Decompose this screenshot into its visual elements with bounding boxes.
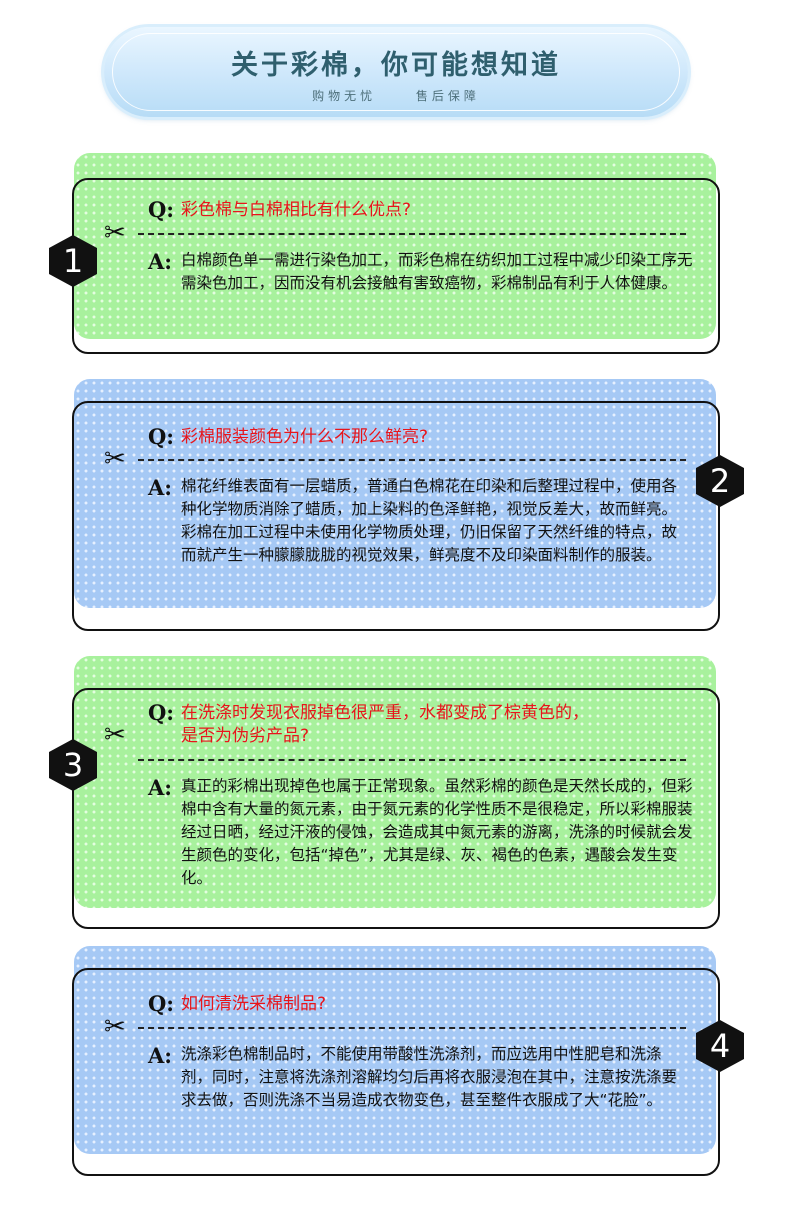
subtitle-right: 售后保障: [415, 89, 480, 103]
faq-card-3: [72, 688, 720, 929]
faq-question-3-line-1: 在洗涤时发现衣服掉色很严重，水都变成了棕黄色的，: [181, 703, 589, 723]
faq-number-4: 4: [709, 1027, 731, 1065]
faq-card-4: [72, 968, 720, 1176]
faq-question-2: 彩棉服装颜色为什么不那么鲜亮?: [181, 427, 429, 447]
dashed-divider-1: [138, 233, 686, 235]
scissors-icon: ✂: [104, 1012, 126, 1042]
faq-card-2: [72, 401, 720, 631]
faq-number-badge-2: 2: [693, 454, 747, 508]
dashed-divider-2: [138, 459, 686, 461]
subtitle-left: 购物无忧: [312, 89, 377, 103]
scissors-icon: ✂: [104, 444, 126, 474]
faq-card-2-background: [74, 379, 716, 608]
question-mark-4: Q:: [148, 991, 175, 1016]
scissors-icon: ✂: [104, 218, 126, 248]
faq-question-3-line-2: 是否为伪劣产品?: [181, 726, 310, 746]
faq-number-badge-4: 4: [693, 1019, 747, 1073]
faq-question-4: 如何清洗采棉制品?: [181, 994, 327, 1014]
answer-mark-1: A:: [148, 249, 173, 274]
dashed-divider-3: [138, 759, 686, 761]
hexagon-icon: [696, 455, 744, 507]
hexagon-icon: [696, 1020, 744, 1072]
question-mark-3: Q:: [148, 700, 175, 725]
page-subtitle: 购物无忧 售后保障: [104, 87, 688, 104]
faq-number-badge-1: 1: [46, 234, 100, 288]
answer-mark-4: A:: [148, 1043, 173, 1068]
faq-number-1: 1: [62, 242, 84, 280]
hexagon-icon: [49, 739, 97, 791]
faq-number-3: 3: [62, 746, 84, 784]
answer-mark-3: A:: [148, 775, 173, 800]
faq-answer-3: 真正的彩棉出现掉色也属于正常现象。虽然彩棉的颜色是天然长成的，但彩棉中含有大量的…: [181, 777, 693, 887]
faq-card-1-background: [74, 153, 716, 339]
header-border: [112, 33, 680, 111]
faq-answer-2: 棉花纤维表面有一层蜡质，普通白色棉花在印染和后整理过程中，使用各种化学物质消除了…: [181, 477, 678, 564]
faq-answer-1: 白棉颜色单一需进行染色加工，而彩色棉在纺织加工过程中减少印染工序无需染色加工，因…: [181, 251, 693, 292]
faq-number-badge-3: 3: [46, 738, 100, 792]
faq-question-1: 彩色棉与白棉相比有什么优点?: [181, 200, 412, 220]
scissors-icon: ✂: [104, 720, 126, 750]
hexagon-icon: [49, 235, 97, 287]
faq-card-3-background: [74, 656, 716, 908]
faq-number-2: 2: [709, 462, 731, 500]
faq-answer-4: 洗涤彩色棉制品时，不能使用带酸性洗涤剂，而应选用中性肥皂和洗涤剂，同时，注意将洗…: [181, 1045, 678, 1109]
page-header: 关于彩棉，你可能想知道 购物无忧 售后保障: [104, 27, 688, 117]
answer-mark-2: A:: [148, 475, 173, 500]
page-title: 关于彩棉，你可能想知道: [231, 50, 561, 81]
dashed-divider-4: [138, 1027, 686, 1029]
question-mark-2: Q:: [148, 424, 175, 449]
faq-card-4-background: [74, 946, 716, 1154]
question-mark-1: Q:: [148, 197, 175, 222]
